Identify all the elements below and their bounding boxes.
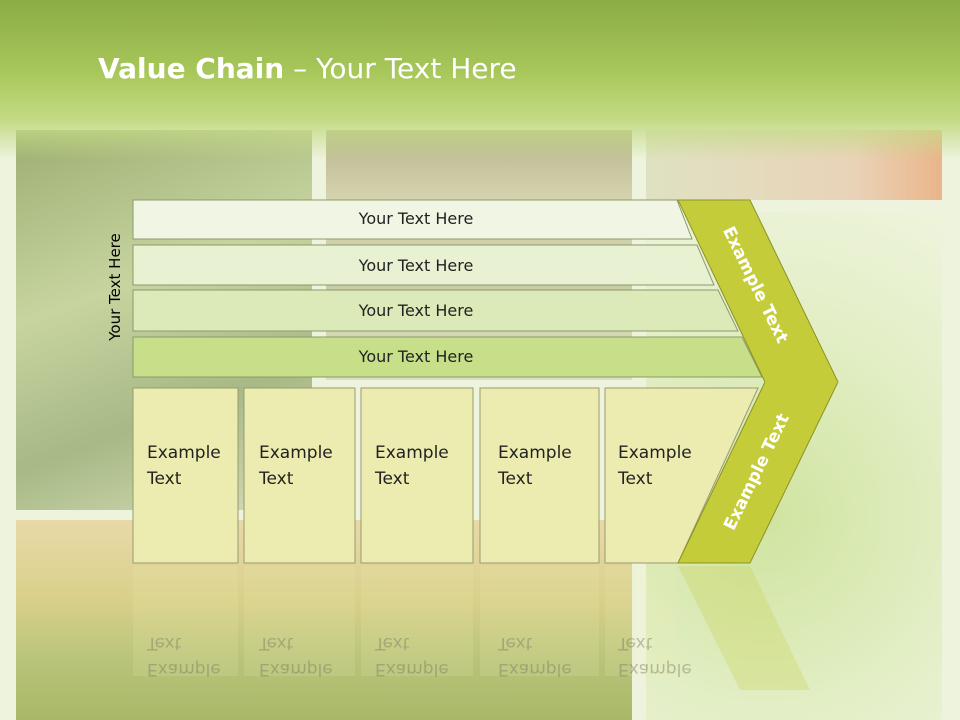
page-title: Value Chain – Your Text Here	[98, 52, 517, 96]
box-1-reflection-line2: Text	[147, 633, 182, 653]
title-bold: Value Chain	[98, 52, 285, 85]
box-2-text: Example Text	[259, 440, 349, 492]
header-band	[0, 0, 960, 160]
box-4-text: Example Text	[498, 440, 588, 492]
box-4-line2: Text	[498, 469, 533, 489]
box-1-line2: Text	[147, 469, 182, 489]
box-2-text-reflection: Example Text	[259, 630, 349, 682]
box-4-reflection-line2: Text	[498, 633, 533, 653]
box-3-reflection-line2: Text	[375, 633, 410, 653]
box-3-line2: Text	[375, 469, 410, 489]
box-2-reflection-line1: Example	[259, 659, 333, 679]
box-1-line1: Example	[147, 443, 221, 463]
chevron-reflection	[678, 566, 810, 690]
boxes-reflection	[133, 566, 675, 676]
box-4-shape	[479, 387, 600, 564]
box-1-reflection-line1: Example	[147, 659, 221, 679]
box-3-shape	[360, 387, 474, 564]
banner-3-label: Your Text Here	[358, 301, 474, 320]
box-2-line2: Text	[259, 469, 294, 489]
box-3-text: Example Text	[375, 440, 465, 492]
box-4-reflection-line1: Example	[498, 659, 572, 679]
box-5-reflection-line2: Text	[618, 633, 653, 653]
banner-3-shape	[132, 289, 739, 332]
banner-1-shape	[132, 199, 693, 240]
box-4-text-reflection: Example Text	[498, 630, 588, 682]
box-5-reflection-line1: Example	[618, 659, 692, 679]
box-3-reflection-line1: Example	[375, 659, 449, 679]
box-2-reflection-line2: Text	[259, 633, 294, 653]
box-5-text-reflection: Example Text	[618, 630, 708, 682]
banner-2-label: Your Text Here	[358, 256, 474, 275]
banner-4-shape	[132, 336, 763, 378]
box-1-text-reflection: Example Text	[147, 630, 237, 682]
box-3-text-reflection: Example Text	[375, 630, 465, 682]
banner-1-label: Your Text Here	[358, 209, 474, 228]
banner-2-shape	[132, 244, 715, 286]
box-1-text: Example Text	[147, 440, 237, 492]
box-5-text: Example Text	[618, 440, 708, 492]
side-label: Your Text Here	[106, 233, 124, 341]
title-rest: – Your Text Here	[284, 52, 517, 85]
box-5-line2: Text	[618, 469, 653, 489]
box-5-line1: Example	[618, 443, 692, 463]
box-2-shape	[243, 387, 356, 564]
box-4-line1: Example	[498, 443, 572, 463]
box-3-line1: Example	[375, 443, 449, 463]
box-2-line1: Example	[259, 443, 333, 463]
box-1-shape	[132, 387, 239, 564]
banner-4-label: Your Text Here	[358, 347, 474, 366]
